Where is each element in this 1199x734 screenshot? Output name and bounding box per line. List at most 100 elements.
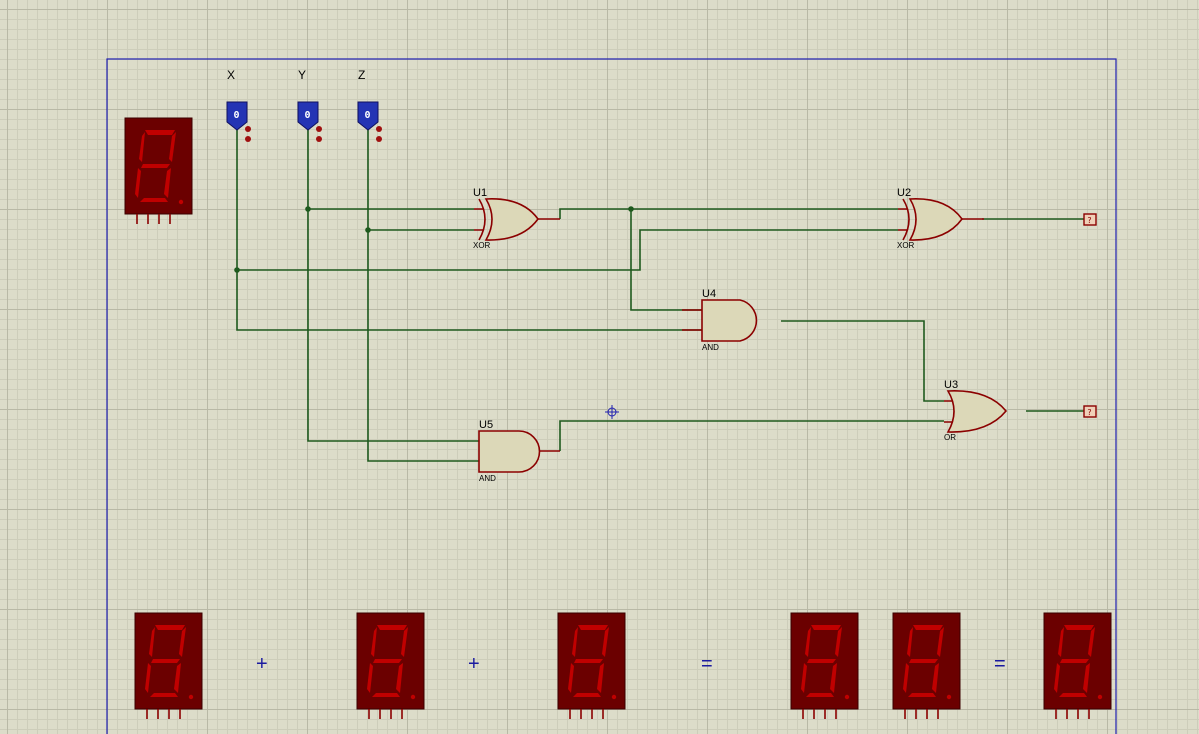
display-segment	[373, 659, 402, 663]
display-segment	[805, 627, 811, 657]
display-segment	[1088, 627, 1095, 657]
display-segment	[164, 168, 171, 198]
junction-dot	[628, 206, 634, 212]
state-indicator-dot	[245, 136, 251, 142]
and-body	[478, 430, 541, 473]
junctions	[234, 206, 634, 273]
probe-state: ?	[1087, 408, 1092, 417]
display-segment	[367, 663, 373, 693]
display-segment	[932, 663, 939, 693]
crosshair-cursor-icon	[605, 405, 619, 419]
logic-toggle-x[interactable]	[226, 101, 248, 131]
wire-x-to-u4[interactable]	[236, 130, 702, 331]
junction-dot	[305, 206, 311, 212]
display-segment	[573, 693, 601, 697]
xor-body	[908, 198, 963, 241]
junction-dot	[365, 227, 371, 233]
display-segment	[401, 627, 408, 657]
xor-curve	[902, 198, 910, 241]
input-x[interactable]: X 0	[226, 68, 251, 142]
input-state-z: 0	[365, 110, 371, 121]
input-y[interactable]: Y 0	[297, 68, 322, 142]
and-body	[701, 299, 758, 342]
input-label-x: X	[227, 68, 235, 82]
gate-ref-u1: U1	[473, 187, 487, 199]
display-segment	[937, 627, 944, 657]
display-segment	[169, 132, 176, 162]
display-segment	[903, 663, 909, 693]
wire-u1-out-to-u4[interactable]	[630, 209, 702, 311]
display-segment	[139, 132, 145, 162]
display-segment	[377, 625, 407, 630]
display-top[interactable]	[124, 117, 193, 224]
display-decimal-point	[1097, 694, 1103, 700]
display-decimal-point	[946, 694, 952, 700]
input-label-y: Y	[298, 68, 306, 82]
gate-u4-and[interactable]: U4 AND	[682, 288, 758, 352]
display-segment	[806, 693, 834, 697]
display-segment	[1058, 627, 1064, 657]
display-segment	[145, 130, 175, 135]
display-segment	[913, 625, 943, 630]
state-indicator-dot	[245, 126, 251, 132]
state-indicator-dot	[316, 136, 322, 142]
logic-toggle-z[interactable]	[357, 101, 379, 131]
logic-probe-sum[interactable]: ?	[1083, 213, 1097, 226]
wires	[236, 130, 1084, 462]
gate-pins	[540, 450, 560, 452]
xor-body	[484, 198, 539, 241]
display-segment	[811, 625, 841, 630]
input-state-y: 0	[305, 110, 311, 121]
input-z[interactable]: Z 0	[357, 68, 382, 142]
plus-operator: +	[256, 653, 268, 675]
input-label-z: Z	[358, 68, 365, 82]
gate-u5-and[interactable]: U5 AND	[478, 419, 560, 483]
display-segment	[908, 693, 936, 697]
display-segment	[179, 627, 186, 657]
display-segment	[1064, 625, 1094, 630]
wire-u1-out-to-u2[interactable]	[559, 208, 898, 219]
gate-ref-u4: U4	[702, 288, 716, 300]
gate-type-u5: AND	[479, 474, 496, 483]
wire-u5-out-to-u3[interactable]	[559, 420, 944, 451]
display-segment	[155, 625, 185, 630]
display-segment	[909, 659, 938, 663]
display-result-tens[interactable]	[790, 612, 859, 719]
display-segment	[597, 663, 604, 693]
input-state-x: 0	[234, 110, 240, 121]
equals-operator: =	[701, 653, 713, 675]
wire-y-to-u5[interactable]	[307, 130, 479, 442]
gate-u3-or[interactable]: U3 OR	[944, 379, 1008, 442]
display-decimal-point	[188, 694, 194, 700]
display-operand-3[interactable]	[557, 612, 626, 719]
logic-probe-carry[interactable]: ?	[1083, 405, 1097, 418]
display-segment	[149, 627, 155, 657]
display-decimal-point	[611, 694, 617, 700]
display-check[interactable]	[1043, 612, 1112, 719]
wire-u4-out-to-u3[interactable]	[781, 320, 944, 402]
display-segment	[141, 164, 170, 168]
gate-u2-xor[interactable]: U2 XOR	[897, 187, 984, 250]
display-segment	[1059, 693, 1087, 697]
gate-ref-u2: U2	[897, 187, 911, 199]
gate-type-u3: OR	[944, 433, 956, 442]
seven-segment-displays	[124, 117, 1112, 719]
display-segment	[372, 693, 400, 697]
gate-pins	[898, 208, 984, 231]
display-segment	[835, 627, 842, 657]
xor-curve	[478, 198, 486, 241]
logic-toggle-y[interactable]	[297, 101, 319, 131]
display-segment	[1060, 659, 1089, 663]
display-operand-1[interactable]	[134, 612, 203, 719]
state-indicator-dot	[376, 126, 382, 132]
display-result-ones[interactable]	[892, 612, 961, 719]
display-segment	[574, 659, 603, 663]
wire-z-to-u5[interactable]	[367, 130, 479, 462]
gate-u1-xor[interactable]: U1 XOR	[473, 187, 560, 250]
display-operand-2[interactable]	[356, 612, 425, 719]
display-segment	[807, 659, 836, 663]
wire-x-to-u2[interactable]	[237, 229, 898, 271]
equation-operators: + + = =	[256, 653, 1006, 675]
display-decimal-point	[410, 694, 416, 700]
